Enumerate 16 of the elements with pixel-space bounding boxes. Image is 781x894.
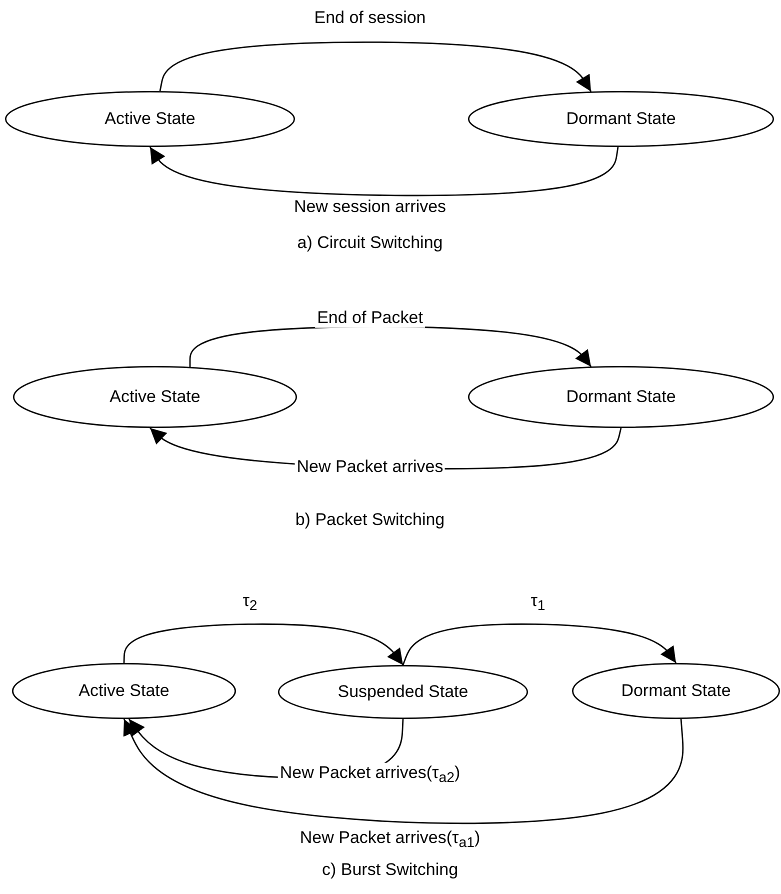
- arrow: [149, 146, 619, 196]
- arrow: [159, 41, 592, 92]
- figure-caption: b) Packet Switching: [295, 510, 445, 530]
- state-label: Dormant State: [565, 109, 677, 129]
- figure-caption: a) Circuit Switching: [297, 233, 443, 253]
- state-label: Active State: [108, 387, 202, 407]
- edge-label: End of Packet: [315, 308, 425, 328]
- state-label: Active State: [78, 681, 170, 701]
- state-label: Suspended State: [336, 682, 470, 702]
- state-label: Dormant State: [620, 681, 732, 701]
- state-label: Dormant State: [565, 387, 677, 407]
- figure-caption: c) Burst Switching: [322, 860, 458, 880]
- arrow: [123, 718, 684, 824]
- arrow: [402, 623, 677, 666]
- state-label: Active State: [104, 109, 196, 129]
- arrow: [123, 623, 404, 666]
